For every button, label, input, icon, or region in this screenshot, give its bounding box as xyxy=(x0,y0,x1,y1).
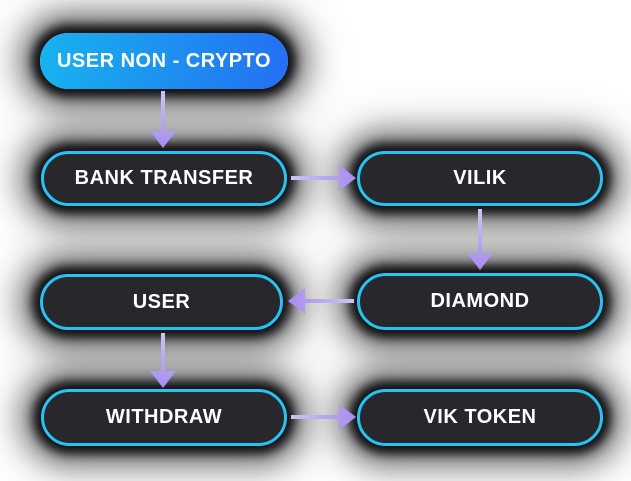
arrow-user-non-crypto-to-bank-transfer-icon xyxy=(150,91,176,148)
node-vik-token: VIK TOKEN xyxy=(357,389,603,446)
node-withdraw-label: WITHDRAW xyxy=(105,406,223,428)
node-diamond-label: DIAMOND xyxy=(430,290,530,312)
arrow-bank-transfer-to-vilik-icon xyxy=(291,165,356,191)
node-bank-transfer: BANK TRANSFER xyxy=(41,151,287,206)
node-user-label: USER xyxy=(132,290,191,313)
node-vik-token-label: VIK TOKEN xyxy=(423,406,537,428)
arrow-user-to-withdraw-icon xyxy=(150,333,176,388)
arrow-withdraw-to-vik-token-icon xyxy=(291,404,356,430)
node-user-non-crypto-label: USER NON - CRYPTO xyxy=(56,49,272,72)
node-withdraw: WITHDRAW xyxy=(41,389,287,446)
arrow-diamond-to-user-icon xyxy=(288,288,354,314)
arrow-vilik-to-diamond-icon xyxy=(467,209,493,270)
node-diamond: DIAMOND xyxy=(357,273,603,330)
node-vilik-label: VILIK xyxy=(453,167,507,189)
node-user: USER xyxy=(40,274,283,330)
node-bank-transfer-label: BANK TRANSFER xyxy=(74,167,254,189)
node-vilik: VILIK xyxy=(357,151,603,206)
node-user-non-crypto: USER NON - CRYPTO xyxy=(40,33,288,89)
